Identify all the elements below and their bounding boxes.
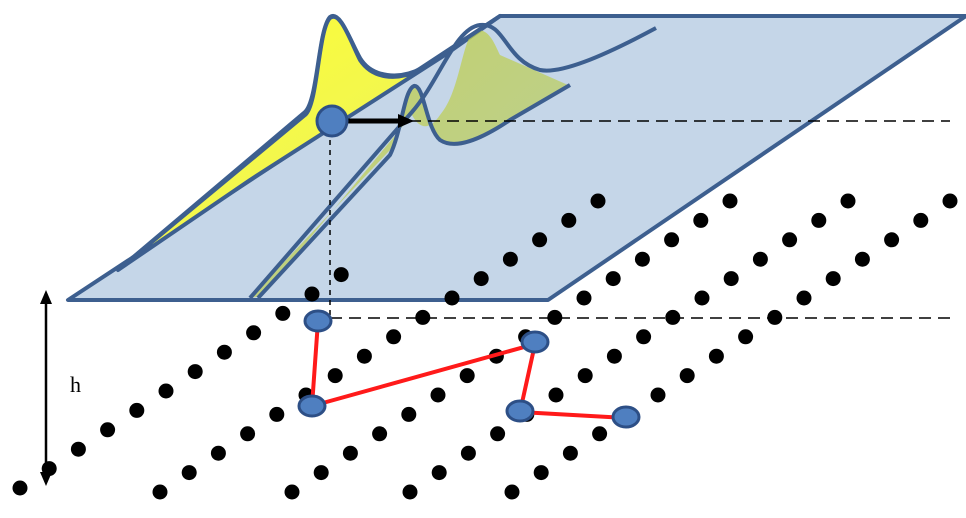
lattice-dot (275, 305, 291, 321)
lattice-dot (459, 368, 475, 384)
lattice-dot (605, 271, 621, 287)
green-distribution-peak (250, 30, 568, 298)
lattice-dot (664, 232, 680, 248)
lattice-dot (650, 387, 666, 403)
lattice-dot (502, 251, 518, 267)
lattice-dot (592, 426, 608, 442)
lattice-dot (884, 232, 900, 248)
lattice-dot (825, 271, 841, 287)
lattice-dot (913, 212, 929, 228)
lattice-dot (752, 251, 768, 267)
lattice-dot (634, 251, 650, 267)
lattice-dot (590, 193, 606, 209)
lattice-dot (210, 445, 226, 461)
lattice-dot (284, 484, 300, 500)
lattice-dot (444, 290, 460, 306)
lattice-dot (708, 348, 724, 364)
lattice-dot (576, 290, 592, 306)
lattice-dot (401, 406, 417, 422)
lattice-dot (342, 445, 358, 461)
lattice-dot (577, 368, 593, 384)
lattice-dot (854, 251, 870, 267)
height-label: h (70, 372, 81, 397)
lattice-dot (782, 232, 798, 248)
surface-particle (315, 104, 349, 138)
trajectory-node (297, 394, 327, 418)
lattice-dot (70, 441, 86, 457)
lattice-dot (490, 426, 506, 442)
lattice-dot (386, 329, 402, 345)
lattice-dot (693, 212, 709, 228)
lattice-dot (533, 465, 549, 481)
lattice-dot (811, 212, 827, 228)
lattice-dot (562, 445, 578, 461)
lattice-dot (722, 193, 738, 209)
lattice-dot (738, 329, 754, 345)
lattice-dot (767, 309, 783, 325)
lattice-dot (240, 426, 256, 442)
lattice-dot (548, 387, 564, 403)
lattice-dot (796, 290, 812, 306)
yellow-peak-front-outline (116, 13, 502, 272)
lattice-dot (415, 309, 431, 325)
lattice-dot (665, 309, 681, 325)
lattice-dot (181, 465, 197, 481)
lattice-dot (304, 286, 320, 302)
lattice-dot (269, 406, 285, 422)
trajectory-node (303, 309, 333, 333)
height-arrow (40, 290, 52, 486)
lattice-dot (372, 426, 388, 442)
lattice-dot (504, 484, 520, 500)
lattice-dot (561, 212, 577, 228)
lattice-dot (840, 193, 856, 209)
trajectory-node (505, 399, 535, 423)
lattice-dot (606, 348, 622, 364)
trajectory-node (520, 330, 550, 354)
trajectory-nodes (297, 309, 641, 429)
lattice-dot (129, 402, 145, 418)
lattice-dot (532, 232, 548, 248)
green-peak-back-outline (248, 22, 657, 300)
drift-arrow (340, 114, 414, 128)
lattice-dot (402, 484, 418, 500)
lattice-dot (430, 387, 446, 403)
lattice-dot (12, 480, 28, 496)
lattice-dot (723, 271, 739, 287)
lattice-dot (636, 329, 652, 345)
lattice-dot (246, 325, 262, 341)
lattice-dot (694, 290, 710, 306)
lattice-dot (333, 267, 349, 283)
lattice-dot (313, 465, 329, 481)
lattice-dot (942, 193, 958, 209)
lattice-dot (547, 309, 563, 325)
lattice-dot (158, 383, 174, 399)
lattice-dot (679, 368, 695, 384)
lattice-dot (216, 344, 232, 360)
lattice-dot (460, 445, 476, 461)
trajectory-node (611, 405, 641, 429)
lattice-dot (327, 368, 343, 384)
lattice-dot (356, 348, 372, 364)
lattice-dot (100, 422, 116, 438)
lattice-dot (152, 484, 168, 500)
lattice-dot (473, 271, 489, 287)
lattice-dot (187, 364, 203, 380)
lattice-dot (431, 465, 447, 481)
